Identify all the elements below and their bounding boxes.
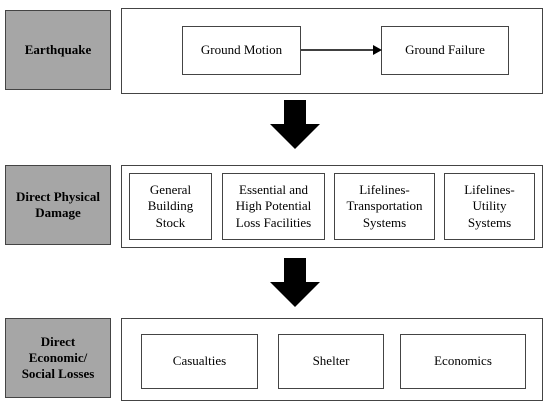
box-line: Utility — [472, 198, 507, 214]
row-label-earthquake: Earthquake — [5, 10, 111, 90]
box-line: Lifelines- — [359, 182, 410, 198]
connector-arrow — [301, 45, 382, 55]
box-line: High Potential — [235, 198, 312, 214]
box-essential-facilities: Essential and High Potential Loss Facili… — [222, 173, 325, 240]
box-casualties: Casualties — [141, 334, 258, 389]
box-line: Systems — [362, 214, 407, 230]
row-label-line: Direct — [40, 333, 76, 349]
box-text: Ground Failure — [405, 42, 485, 58]
box-line: Building — [147, 198, 194, 214]
box-lifelines-utility: Lifelines- Utility Systems — [444, 173, 535, 240]
box-line: Transportation — [346, 198, 423, 214]
row-label-line: Social Losses — [21, 366, 95, 382]
row-label-line: Economic/ — [28, 349, 88, 365]
box-general-building-stock: General Building Stock — [129, 173, 212, 240]
box-shelter: Shelter — [278, 334, 384, 389]
row-label-line: Direct Physical — [16, 188, 100, 204]
down-arrow-2 — [269, 258, 321, 308]
row-label-text: Earthquake — [24, 41, 92, 57]
box-ground-motion: Ground Motion — [182, 26, 301, 75]
box-text: Economics — [434, 353, 492, 369]
box-lifelines-transportation: Lifelines- Transportation Systems — [334, 173, 435, 240]
box-line: Essential and — [239, 182, 308, 198]
row-label-direct-economic-social-losses: Direct Economic/ Social Losses — [5, 318, 111, 398]
box-line: Stock — [155, 214, 186, 230]
box-line: Systems — [467, 214, 512, 230]
row-label-line: Damage — [35, 205, 81, 220]
box-line: General — [149, 182, 192, 198]
box-ground-failure: Ground Failure — [381, 26, 509, 75]
box-line: Lifelines- — [464, 182, 515, 198]
box-text: Ground Motion — [200, 42, 283, 58]
box-economics: Economics — [400, 334, 526, 389]
box-line: Loss Facilities — [235, 214, 312, 230]
down-arrow-1 — [269, 100, 321, 150]
box-text: Shelter — [312, 353, 350, 369]
row-label-direct-physical-damage: Direct Physical Damage — [5, 165, 111, 245]
box-text: Casualties — [172, 353, 227, 369]
